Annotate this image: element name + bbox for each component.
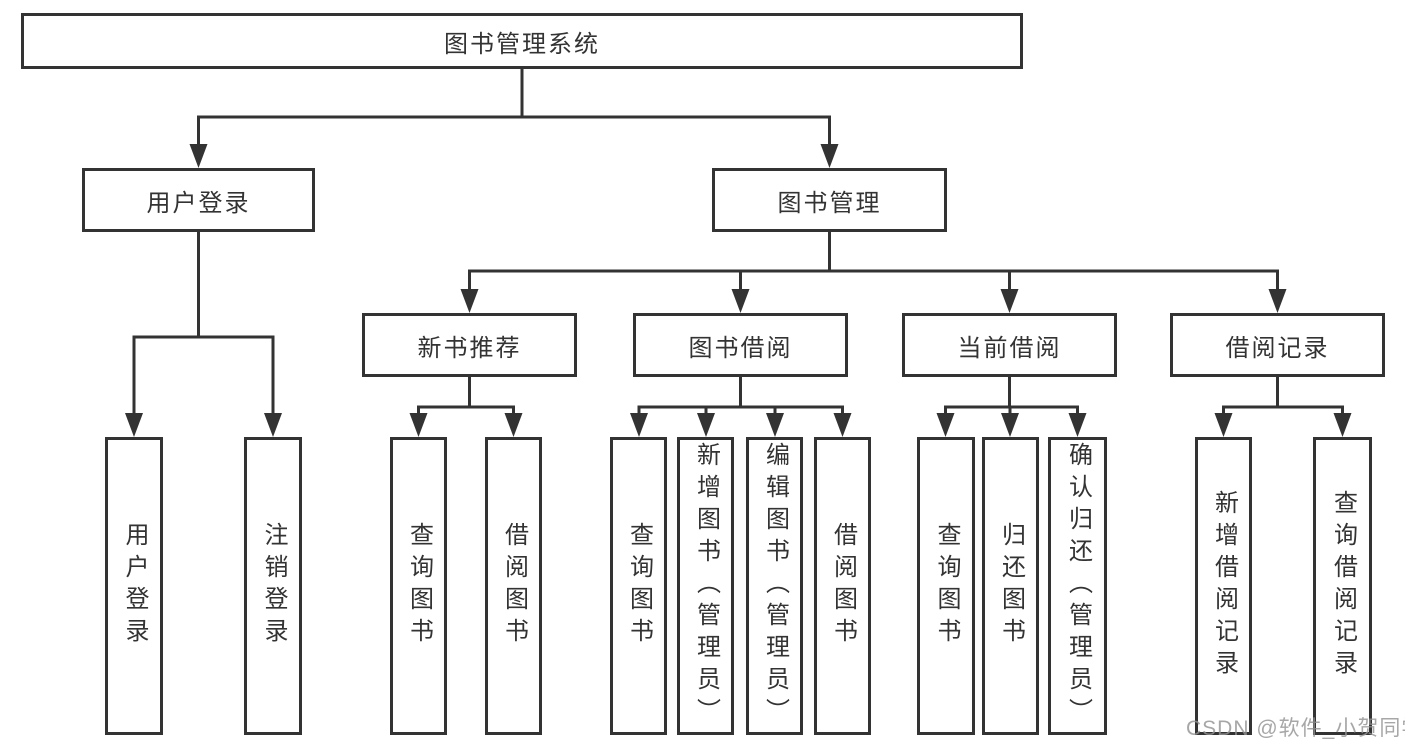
node-label: 新书推荐 — [417, 334, 522, 362]
node-leaf-query-books-current: 查询图书 — [917, 437, 975, 735]
node-label: 查询借阅记录 — [1329, 490, 1357, 682]
node-label: 查询图书 — [405, 522, 433, 650]
node-leaf-borrow-books-recommend: 借阅图书 — [485, 437, 542, 735]
node-label: 图书管理 — [777, 189, 882, 217]
node-label: 借阅图书 — [500, 522, 528, 650]
node-leaf-add-borrow-record: 新增借阅记录 — [1195, 437, 1252, 735]
node-user-login: 用户登录 — [82, 168, 315, 232]
node-label: 用户登录 — [121, 522, 148, 650]
node-leaf-edit-books-admin: 编辑图书（管理员） — [746, 437, 803, 735]
node-label: 新增图书（管理员） — [692, 442, 720, 730]
node-leaf-user-login: 用户登录 — [105, 437, 163, 735]
node-leaf-confirm-return-admin: 确认归还（管理员） — [1048, 437, 1107, 735]
node-new-book-recommend: 新书推荐 — [362, 313, 577, 377]
arrowheads — [125, 144, 1352, 437]
node-label: 当前借阅 — [957, 334, 1062, 362]
node-label: 新增借阅记录 — [1210, 490, 1238, 682]
node-leaf-query-borrow-record: 查询借阅记录 — [1313, 437, 1372, 735]
node-label: 图书管理系统 — [444, 30, 600, 58]
node-label: 图书借阅 — [688, 334, 793, 362]
node-leaf-borrow-books: 借阅图书 — [814, 437, 871, 735]
node-current-borrowing: 当前借阅 — [902, 313, 1117, 377]
node-label: 归还图书 — [997, 522, 1025, 650]
node-label: 查询图书 — [625, 522, 653, 650]
csdn-watermark: CSDN @软件_小贺同学 — [1186, 717, 1405, 740]
node-label: 查询图书 — [933, 522, 960, 650]
node-label: 注销登录 — [260, 522, 287, 650]
node-leaf-return-books: 归还图书 — [982, 437, 1039, 735]
node-leaf-query-books-borrowing: 查询图书 — [610, 437, 667, 735]
node-label: 借阅图书 — [829, 522, 857, 650]
node-library-system-root: 图书管理系统 — [21, 13, 1023, 69]
node-leaf-add-books-admin: 新增图书（管理员） — [677, 437, 734, 735]
node-label: 用户登录 — [146, 189, 251, 217]
node-label: 借阅记录 — [1225, 334, 1330, 362]
node-book-borrowing: 图书借阅 — [633, 313, 848, 377]
node-borrowing-records: 借阅记录 — [1170, 313, 1385, 377]
node-leaf-query-books-recommend: 查询图书 — [390, 437, 447, 735]
node-book-management: 图书管理 — [712, 168, 947, 232]
node-leaf-logout: 注销登录 — [244, 437, 302, 735]
node-label: 确认归还（管理员） — [1064, 442, 1092, 730]
node-label: 编辑图书（管理员） — [761, 442, 789, 730]
